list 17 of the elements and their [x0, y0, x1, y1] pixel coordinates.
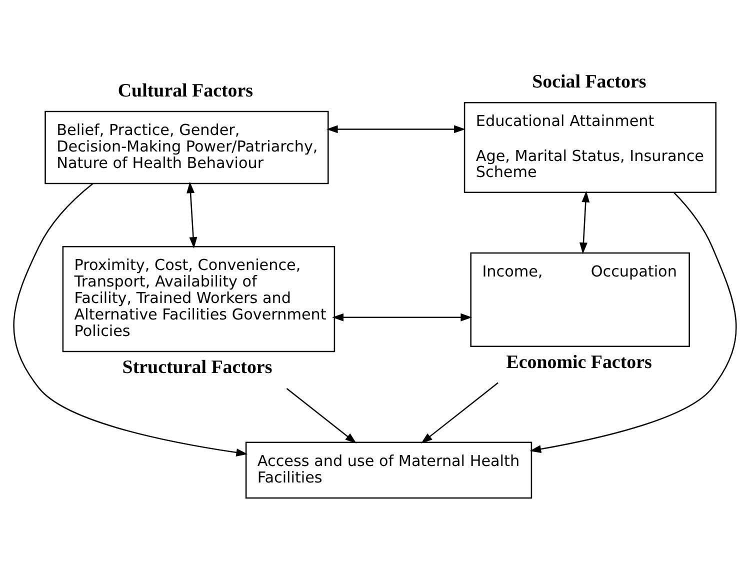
- arrow: [579, 190, 590, 254]
- node-box: Access and use of Maternal Health Facilities: [245, 441, 532, 498]
- node-box: Educational Attainment Age, Marital Status, Insurance Scheme: [464, 102, 716, 192]
- arrow: [13, 182, 248, 456]
- arrow: [421, 382, 498, 443]
- arrow: [186, 181, 198, 248]
- node-label: Structural Factors: [122, 356, 272, 378]
- node-label: Social Factors: [532, 71, 646, 92]
- node-label: Cultural Factors: [118, 80, 254, 101]
- arrow: [332, 312, 472, 321]
- arrow: [530, 192, 737, 452]
- arrow: [286, 387, 357, 444]
- node-box: Belief, Practice, Gender, Decision-Making Power/Patriarchy, Nature of Health Behaviour: [44, 110, 329, 184]
- node-box: Proximity, Cost, Convenience, Transport, Availability of Facility, Trained Workers and Alternative Facilities Government Policies: [62, 246, 336, 352]
- node-label: Economic Factors: [506, 351, 652, 372]
- node-box: Income, Occupation: [470, 252, 690, 347]
- arrow: [326, 124, 466, 133]
